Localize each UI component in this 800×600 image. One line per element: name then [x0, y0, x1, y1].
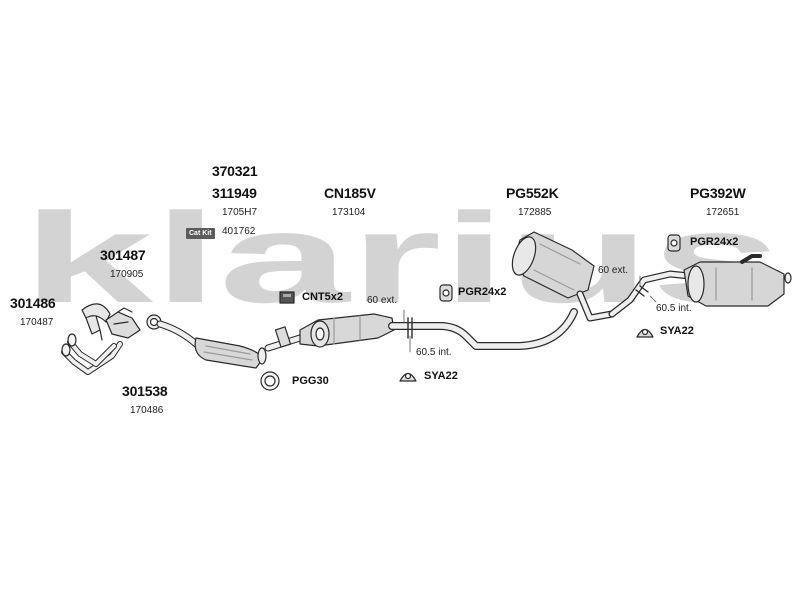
front-pipe-301538 [61, 333, 123, 375]
front-pipe-left-part-number: 301486 [10, 295, 56, 311]
catalyst-part-number-1: 370321 [212, 163, 258, 179]
rear-ext-dimension: 60 ext. [598, 265, 629, 276]
hanger-icon-mid [399, 372, 417, 382]
center-silencer-oe-number: 173104 [332, 207, 366, 218]
clamp-icon [279, 291, 295, 304]
rubber-mount-icon-mid [439, 284, 453, 302]
dimension-leaders [403, 275, 657, 353]
hanger-rear-label: SYA22 [660, 325, 694, 337]
mid-ext-dimension: 60 ext. [367, 295, 398, 306]
pipe-center-to-mid [388, 308, 578, 350]
rubber-mount-mid-label: PGR24x2 [458, 286, 507, 298]
rear-silencer-part-number: PG392W [690, 185, 746, 201]
catalyst-oe-number-1: 1705H7 [222, 207, 258, 218]
front-pipe-301486 [81, 303, 111, 341]
front-pipe-lower-part-number: 301538 [122, 383, 168, 399]
pipe-cat-to-center [264, 326, 304, 352]
front-pipe-301487 [105, 307, 162, 339]
middle-silencer-PG552K [511, 231, 616, 322]
middle-silencer-part-number: PG552K [506, 185, 559, 201]
middle-silencer-oe-number: 172885 [518, 207, 552, 218]
front-pipe-upper-part-number: 301487 [100, 247, 146, 263]
rear-silencer-PG392W [683, 254, 792, 307]
cat-kit-badge: Cat Kit [186, 228, 215, 239]
clamp-label: CNT5x2 [302, 291, 343, 303]
mid-int-dimension: 60.5 int. [416, 347, 452, 358]
pipe-mid-to-rear [608, 270, 694, 318]
front-pipe-lower-oe-number: 170486 [130, 405, 164, 416]
hanger-mid-label: SYA22 [424, 370, 458, 382]
front-pipe-upper-oe-number: 170905 [110, 269, 144, 280]
front-pipe-left-oe-number: 170487 [20, 317, 54, 328]
hanger-icon-rear [636, 328, 654, 338]
gasket-icon [260, 371, 280, 391]
gasket-label: PGG30 [292, 375, 329, 387]
catalyst-370321 [156, 320, 267, 369]
rear-silencer-oe-number: 172651 [706, 207, 740, 218]
catalyst-oe-number-2: 401762 [222, 226, 256, 237]
rear-int-dimension: 60.5 int. [656, 303, 692, 314]
rubber-mount-rear-label: PGR24x2 [690, 236, 739, 248]
watermark-text: klarius [22, 187, 782, 330]
rubber-mount-icon-rear [667, 234, 681, 252]
catalyst-part-number-2: 311949 [212, 185, 257, 201]
center-silencer-part-number: CN185V [324, 185, 376, 201]
center-silencer-CN185V [299, 313, 395, 348]
